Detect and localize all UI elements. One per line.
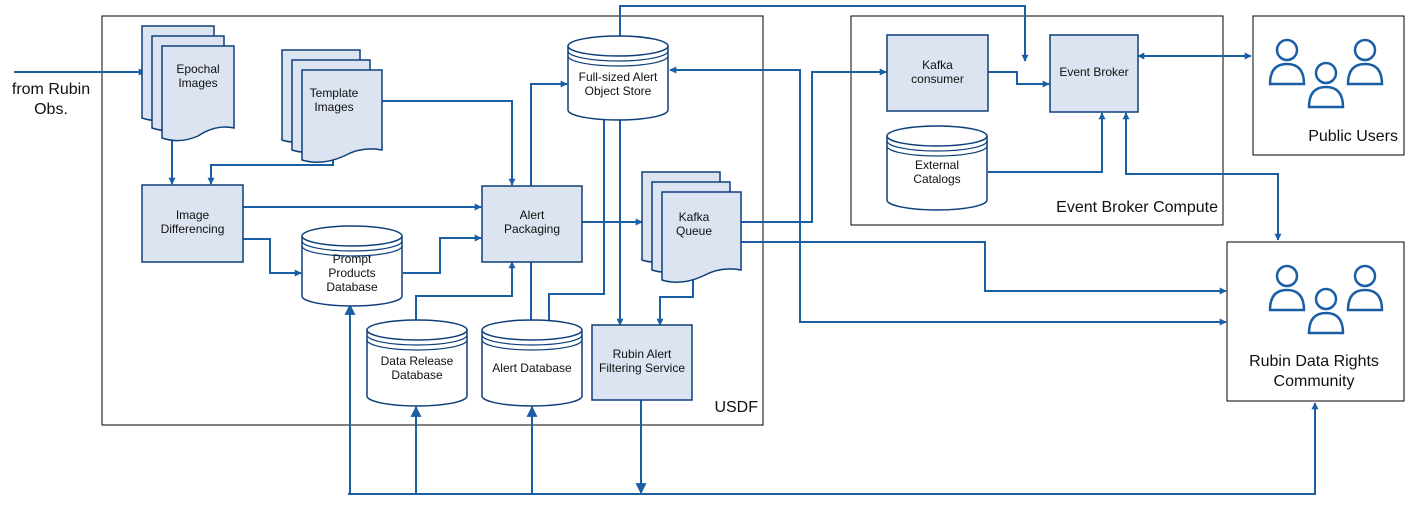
users-group-icon bbox=[1268, 38, 1384, 109]
filtering-service-label: Rubin Alert Filtering Service bbox=[598, 347, 686, 375]
event-broker-node: Event Broker bbox=[1049, 34, 1139, 113]
template-images-label: Template Images bbox=[309, 86, 359, 114]
object-store-label: Full-sized Alert Object Store bbox=[578, 70, 658, 98]
event-broker-compute-label: Event Broker Compute bbox=[1056, 199, 1218, 216]
arrow-community-objectstore bbox=[669, 66, 1227, 326]
arrow-catalogs-to-broker bbox=[988, 112, 1106, 173]
event-broker-label: Event Broker bbox=[1059, 65, 1129, 79]
kafka-consumer-node: Kafka consumer bbox=[886, 34, 989, 112]
external-catalogs-node: External Catalogs bbox=[886, 125, 988, 211]
arrow-packaging-to-objectstore bbox=[530, 80, 568, 186]
arrow-kafka-to-community bbox=[741, 241, 1227, 295]
ppdb-label: Prompt Products Database bbox=[326, 252, 378, 294]
source-label: from Rubin Obs. bbox=[12, 81, 90, 118]
filtering-service-node: Rubin Alert Filtering Service bbox=[591, 324, 693, 401]
arrow-bus-to-community bbox=[348, 402, 1319, 495]
epochal-images-node: Epochal Images bbox=[141, 25, 235, 142]
users-group-icon bbox=[1268, 264, 1384, 335]
connectors bbox=[14, 5, 1319, 495]
arrow-template-to-packaging bbox=[382, 100, 516, 186]
data-release-db-node: Data Release Database bbox=[366, 319, 468, 407]
database-icon bbox=[481, 319, 583, 407]
object-store-node: Full-sized Alert Object Store bbox=[567, 35, 669, 121]
database-icon bbox=[886, 125, 988, 211]
database-icon bbox=[366, 319, 468, 407]
arrow-objectstore-to-alertdb bbox=[545, 118, 605, 331]
usdf-label: USDF bbox=[714, 399, 758, 416]
epochal-images-label: Epochal Images bbox=[176, 62, 220, 90]
arrow-ppdb-to-packaging bbox=[403, 234, 482, 274]
kafka-consumer-label: Kafka consumer bbox=[911, 58, 964, 86]
external-catalogs-label: External Catalogs bbox=[913, 158, 961, 186]
public-users-node: Public Users bbox=[1268, 38, 1398, 145]
document-stack-icon bbox=[141, 25, 235, 142]
template-images-node: Template Images bbox=[281, 49, 383, 163]
arrow-broker-community bbox=[1122, 112, 1282, 241]
database-icon bbox=[301, 225, 403, 307]
public-users-label: Public Users bbox=[1308, 128, 1398, 145]
alert-database-node: Alert Database bbox=[481, 319, 583, 407]
community-node: Rubin Data Rights Community bbox=[1249, 264, 1384, 390]
alert-packaging-node: Alert Packaging bbox=[481, 185, 583, 263]
ebc-label-wrap: Event Broker Compute bbox=[1056, 199, 1218, 216]
database-icon bbox=[567, 35, 669, 121]
document-stack-icon bbox=[641, 171, 742, 283]
data-release-db-label: Data Release Database bbox=[380, 354, 454, 382]
kafka-queue-node: Kafka Queue bbox=[641, 171, 742, 283]
arrow-consumer-to-broker bbox=[988, 71, 1050, 88]
public-users-region bbox=[1252, 15, 1405, 156]
community-label: Rubin Data Rights Community bbox=[1249, 353, 1379, 390]
image-differencing-label: Image Differencing bbox=[160, 208, 225, 236]
community-region bbox=[1226, 241, 1405, 402]
alert-database-label: Alert Database bbox=[492, 361, 572, 375]
arrow-drdb-to-packaging bbox=[415, 261, 516, 322]
arrow-broker-objectstore bbox=[616, 5, 1029, 62]
usdf-label-wrap: USDF bbox=[714, 399, 758, 416]
document-stack-icon bbox=[281, 49, 383, 163]
ppdb-node: Prompt Products Database bbox=[301, 225, 403, 307]
arrow-differencing-to-ppdb bbox=[243, 238, 302, 277]
kafka-queue-label: Kafka Queue bbox=[675, 210, 713, 238]
alert-packaging-label: Alert Packaging bbox=[503, 208, 561, 236]
image-differencing-node: Image Differencing bbox=[141, 184, 244, 263]
